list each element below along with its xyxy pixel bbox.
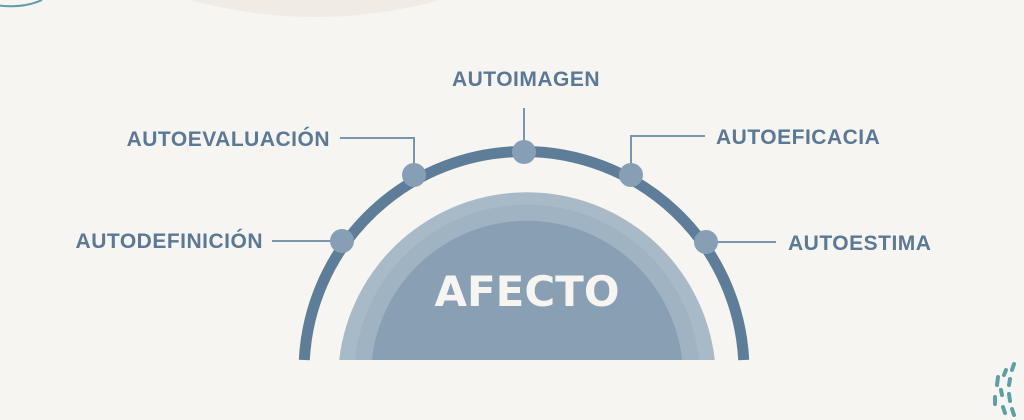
decor-beige-blob	[190, 0, 440, 17]
label-autoestima: AUTOESTIMA	[788, 232, 931, 255]
label-autoimagen: AUTOIMAGEN	[452, 68, 600, 91]
node-autoestima	[694, 230, 718, 254]
node-autoevaluacion	[402, 163, 426, 187]
dome-inner-layer	[371, 220, 683, 360]
node-autoimagen	[512, 140, 536, 164]
center-label: AFECTO	[434, 267, 619, 316]
label-autodefinicion: AUTODEFINICIÓN	[76, 229, 263, 253]
node-autodefinicion	[330, 229, 354, 253]
node-autoeficacia	[619, 163, 643, 187]
label-autoevaluacion: AUTOEVALUACIÓN	[127, 127, 330, 151]
label-autoeficacia: AUTOEFICACIA	[716, 126, 880, 149]
decor-teal-circle	[0, 0, 43, 8]
decor-dashes	[993, 362, 1016, 417]
